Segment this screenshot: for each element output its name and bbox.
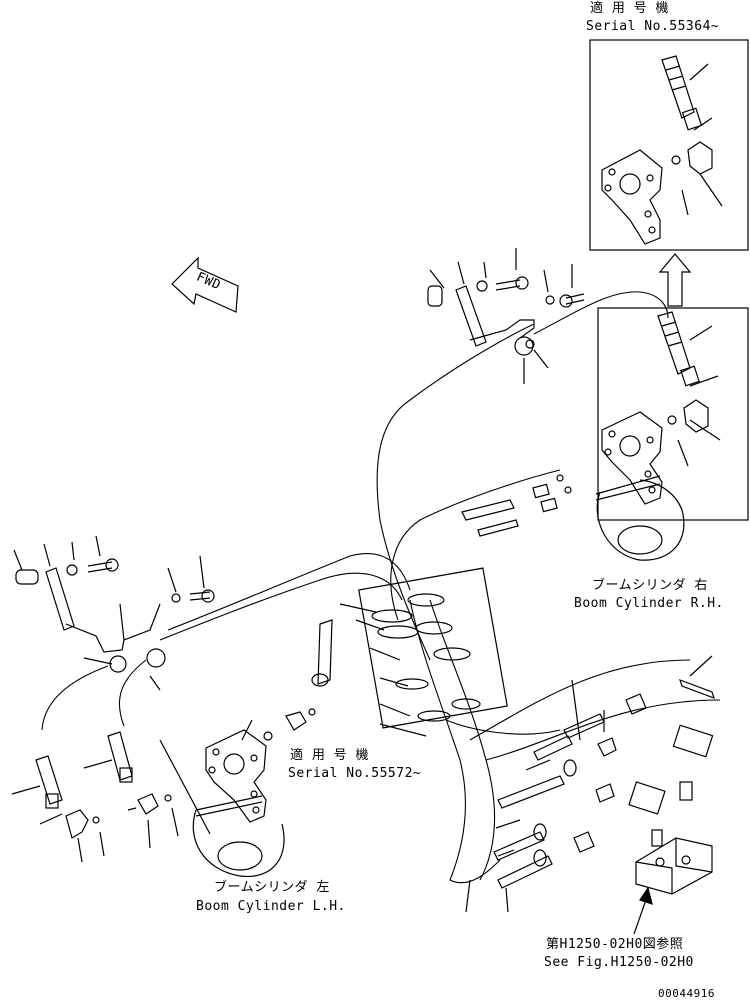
upper-clamp-assembly [427,248,585,384]
lower-right-fittings [461,474,715,913]
left-clamp-assembly [13,535,215,691]
drawing-id-label: 00044916 [658,987,715,1000]
fwd-arrow-icon [171,256,239,313]
boom-cylinder-lh [11,719,285,877]
reference-arrow [633,886,653,935]
hose-clamp-bundle [339,567,508,737]
see-fig-jp-label: 第H1250-02H0図参照 [546,937,684,952]
inset-pointer-arrow [658,253,692,307]
inset-detail-box [589,39,749,251]
cylinder-rh-en-label: Boom Cylinder R.H. [574,596,724,611]
cylinder-lh-en-label: Boom Cylinder L.H. [196,899,346,914]
rh-detail-box [597,307,749,521]
lh-fittings [263,619,333,741]
middle-applicable-label: 適 用 号 機 [290,748,369,763]
inset-serial-label: Serial No.55364~ [586,19,720,34]
hydraulic-hoses [41,291,721,884]
cylinder-rh-jp-label: ブームシリンダ 右 [592,578,708,593]
middle-serial-label: Serial No.55572~ [288,766,422,781]
inset-applicable-label: 適 用 号 機 [590,1,669,16]
boom-cylinder-rh [595,475,685,561]
cylinder-lh-jp-label: ブームシリンダ 左 [214,880,330,895]
see-fig-en-label: See Fig.H1250-02H0 [544,955,694,970]
